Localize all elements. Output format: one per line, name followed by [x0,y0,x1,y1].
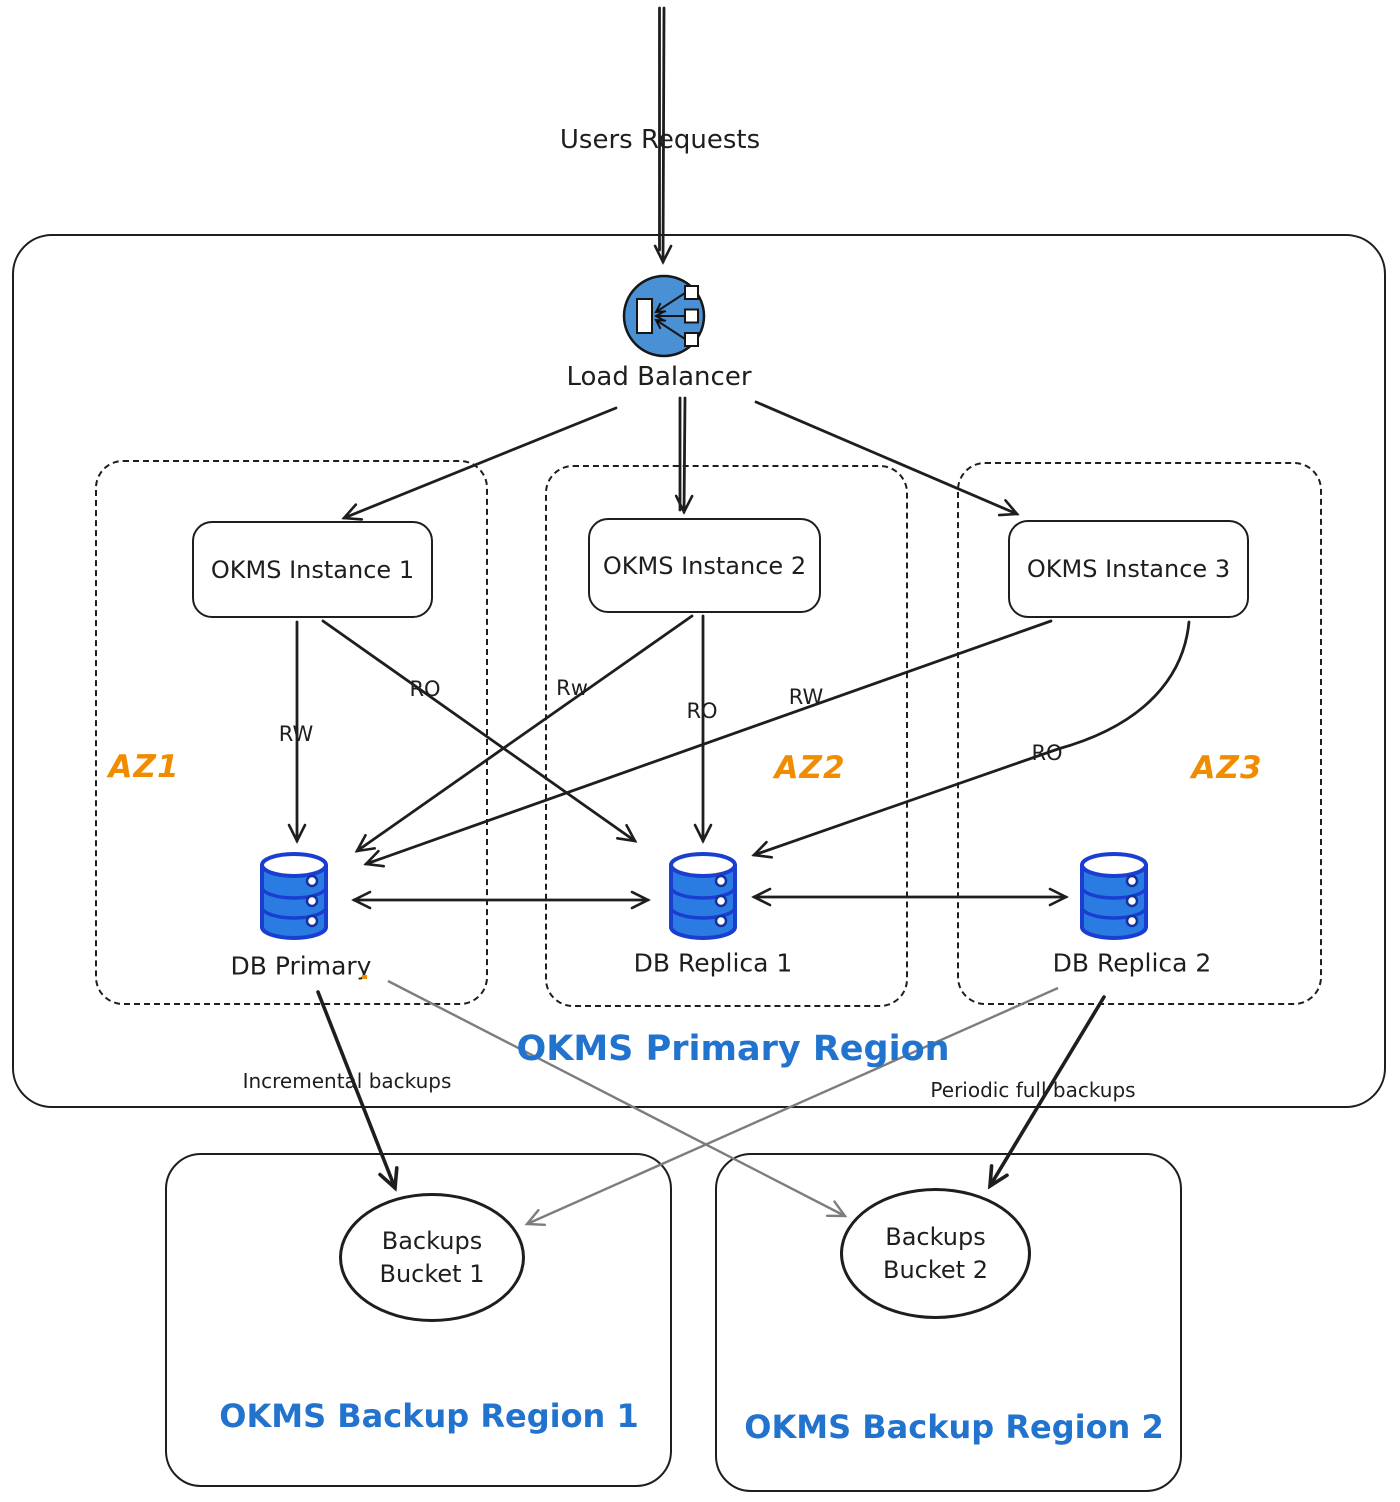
instance3-rw-arrow [363,619,1053,868]
az1-box [95,460,488,1005]
primary-to-bucket2-arrow [387,979,848,1218]
db-replica2-icon [1080,852,1148,940]
replica2-to-bucket1-arrow [524,986,1059,1227]
az2-box [545,465,908,1007]
incremental-backup-arrow [316,990,399,1192]
instance3-ro-arrow [751,620,1191,859]
lb-to-instance1-arrow [341,406,618,521]
backup-region-2-box [715,1153,1182,1492]
bucket-2-line1: Backups [885,1223,986,1252]
load-balancer-icon [622,274,706,358]
okms-instance-3-node: OKMS Instance 3 [1008,520,1249,618]
db-replica1-label: DB Replica 1 [633,948,793,978]
edge-label-instance3-ro: RO [1031,741,1063,765]
lb-to-instance3-arrow [754,400,1020,517]
edge-label-instance2-rw: Rw [556,676,588,700]
instance1-ro-arrow [321,619,638,843]
backups-bucket-2-node: Backups Bucket 2 [840,1188,1031,1319]
periodic-backup-arrow [987,995,1106,1190]
az3-box [957,462,1322,1005]
primary-region-label: OKMS Primary Region [516,1029,950,1069]
users-requests-label: Users Requests [559,125,761,155]
instance2-rw-arrow [354,614,694,853]
backup-region-2-label: OKMS Backup Region 2 [744,1408,1164,1446]
edge-label-instance1-ro: RO [409,677,441,701]
okms-instance-1-node: OKMS Instance 1 [192,521,433,618]
db-replica2-label: DB Replica 2 [1052,948,1212,978]
edge-label-instance2-ro: RO [686,699,718,723]
db-primary-label: DB Primary [230,951,372,981]
bucket-1-line2: Bucket 1 [379,1259,485,1288]
primary-region-box [12,234,1386,1108]
backup-region-1-box [165,1153,672,1487]
load-balancer-label: Load Balancer [566,362,752,392]
bucket-1-line1: Backups [381,1227,483,1256]
db-primary-icon [260,852,328,940]
bucket-2-line2: Bucket 2 [883,1255,988,1284]
az1-label: AZ1 [108,749,180,785]
db-replica1-icon [669,852,737,940]
okms-instance-2-node: OKMS Instance 2 [588,518,821,613]
backup-region-1-label: OKMS Backup Region 1 [219,1397,639,1435]
stray-orange-dot [362,975,367,979]
users-request-arrow [653,6,673,265]
edge-label-instance3-rw: RW [788,685,824,709]
okms-instance-3-label: OKMS Instance 3 [1026,555,1231,583]
az3-label: AZ3 [1191,750,1263,786]
periodic-backups-label: Periodic full backups [930,1078,1136,1102]
incremental-backups-label: Incremental backups [242,1069,452,1093]
edge-label-instance1-rw: RW [278,722,314,746]
backups-bucket-1-node: Backups Bucket 1 [339,1193,525,1322]
az2-label: AZ2 [774,750,846,786]
lb-to-instance2-arrow [674,396,694,515]
okms-instance-1-label: OKMS Instance 1 [210,555,415,584]
okms-instance-2-label: OKMS Instance 2 [602,551,807,580]
